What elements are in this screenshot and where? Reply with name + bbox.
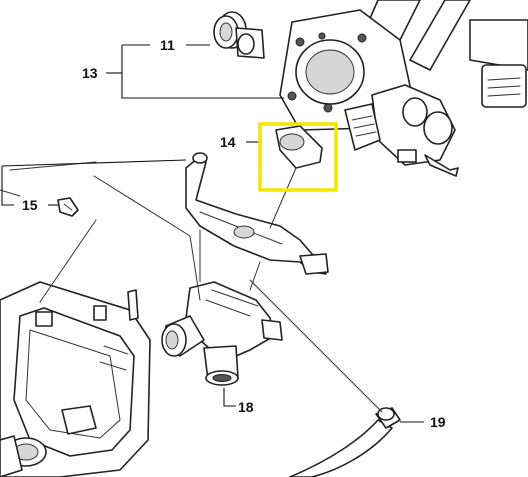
- air-box: [0, 281, 151, 477]
- seal-part-11: [213, 11, 265, 59]
- highlight-box: [258, 122, 338, 192]
- gasket-part-14: [275, 125, 323, 169]
- leader-lines: [1, 44, 424, 423]
- clip-part-15: [57, 197, 79, 217]
- callout-18: 18: [238, 399, 254, 415]
- callout-14: 14: [220, 134, 236, 150]
- callout-15: 15: [22, 197, 38, 213]
- throttle-body-part-13: [279, 0, 528, 177]
- manifold-bracket: [185, 152, 329, 275]
- callout-11: 11: [160, 37, 175, 53]
- callout-13: 13: [82, 65, 98, 81]
- intake-elbow-part-18: [161, 281, 283, 386]
- assembly-lines: [0, 161, 383, 413]
- callout-19: 19: [430, 414, 446, 430]
- hose-part-19: [289, 407, 401, 477]
